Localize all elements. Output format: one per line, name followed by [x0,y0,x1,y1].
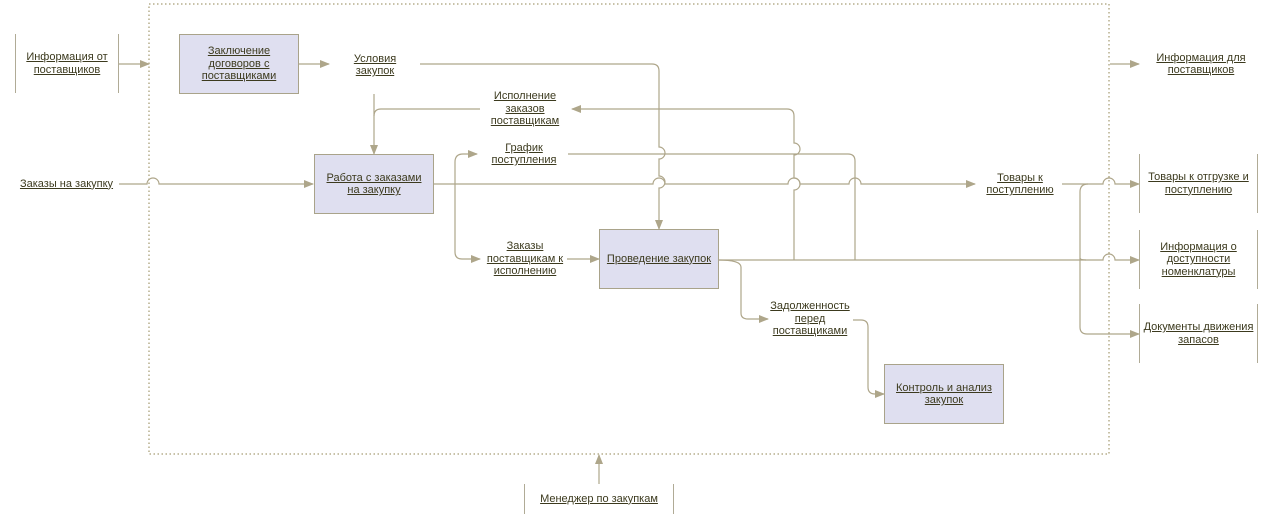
flow-goods-line [433,177,976,188]
external-info-for-suppliers[interactable]: Информация для поставщиков [1156,51,1246,77]
flow-goods-out [1062,177,1140,188]
flow-debt-to-control [853,319,885,398]
label-purchase-orders[interactable]: Заказы на закупку [19,177,114,190]
process-contracts[interactable]: Заключение договоров с поставщиками [179,34,299,94]
flow-availability [718,253,1140,264]
label-orders-to-execute[interactable]: Заказы поставщикам к исполнению [486,240,564,278]
label-supplier-debt[interactable]: Задолженность перед поставщиками [770,300,850,338]
external-manager[interactable]: Менеджер по закупкам [524,484,674,514]
external-availability-info[interactable]: Информация о доступности номенклатуры [1139,230,1258,289]
flow-supplier-fulfillment [571,105,801,260]
external-stock-documents[interactable]: Документы движения запасов [1139,304,1258,363]
process-orders-work[interactable]: Работа с заказами на закупку [314,154,434,214]
flow-trunk-availability [1079,257,1087,261]
flow-schedule [454,150,478,184]
process-control[interactable]: Контроль и анализ закупок [884,364,1004,424]
external-info-from-suppliers[interactable]: Информация от поставщиков [15,34,119,93]
flow-fulfillment-to-orders [373,108,480,117]
label-purchase-terms[interactable]: Условия закупок [353,52,397,78]
flow-orders-branch [454,184,481,263]
flow-schedule-out [568,153,856,260]
flow-purchase-orders [119,177,314,188]
system-boundary [148,3,1110,455]
external-goods-shipment[interactable]: Товары к отгрузке и поступлению [1139,154,1258,213]
process-purchasing[interactable]: Проведение закупок [599,229,719,289]
label-supplier-fulfillment[interactable]: Исполнение заказов поставщикам [490,90,560,128]
label-goods-incoming[interactable]: Товары к поступлению [986,171,1054,197]
flow-trunk [1079,183,1140,338]
label-receipt-schedule[interactable]: График поступления [491,141,557,167]
flow-debt-branch [717,259,769,323]
